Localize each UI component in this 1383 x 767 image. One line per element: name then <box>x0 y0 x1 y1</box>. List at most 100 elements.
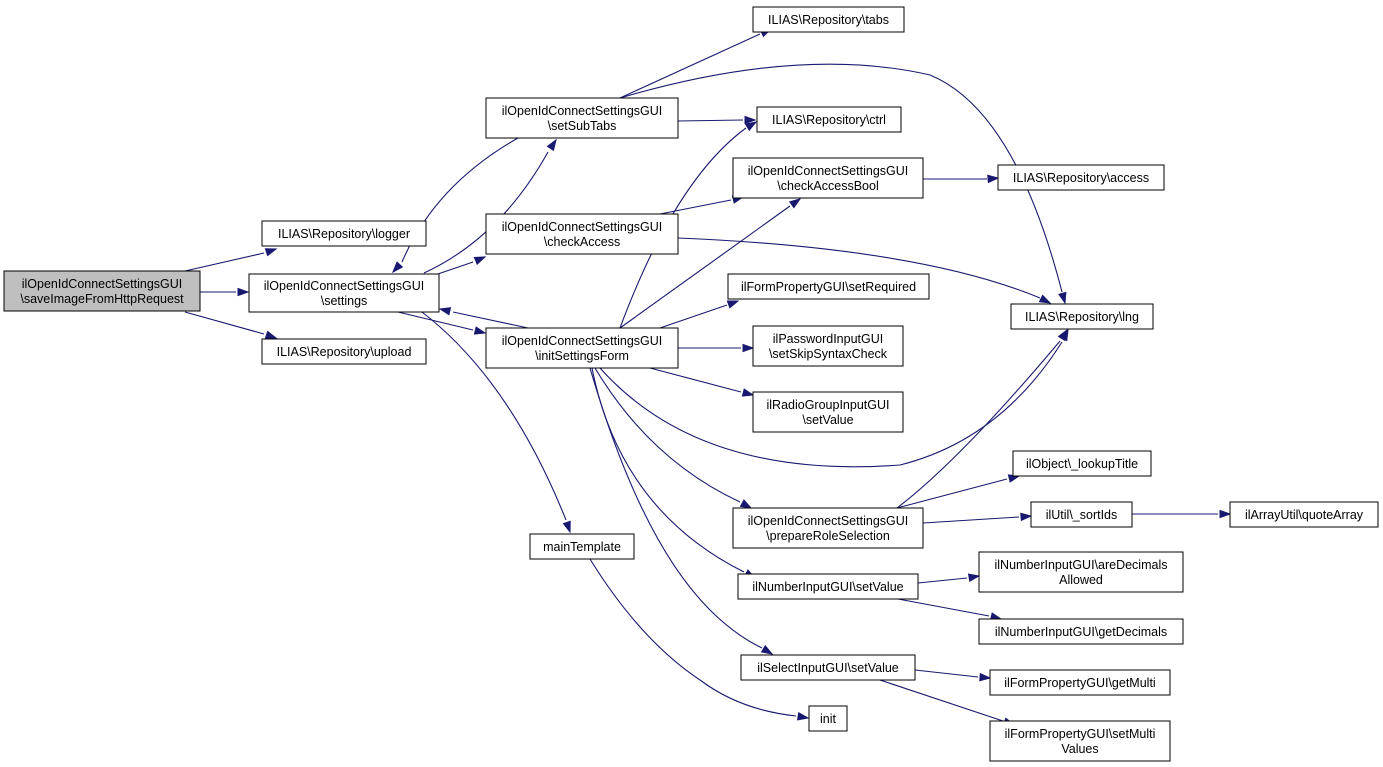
node-label: Allowed <box>1059 573 1103 587</box>
arrowhead-icon <box>967 573 981 582</box>
node-box <box>989 669 1171 696</box>
node-radioSetValue[interactable]: ilRadioGroupInputGUI\setValue <box>752 391 904 433</box>
edge-line <box>434 261 474 276</box>
edge-prepareRoleSelection-to-lookupTitle <box>896 474 1021 509</box>
arrowhead-icon <box>979 672 992 682</box>
edge-prepareRoleSelection-to-sortIds <box>922 512 1033 524</box>
node-box <box>727 273 930 300</box>
node-label: ilOpenIdConnectSettingsGUI <box>264 279 425 293</box>
arrowhead-icon <box>796 712 810 721</box>
node-label: mainTemplate <box>543 540 621 554</box>
arrowhead-icon <box>739 499 753 509</box>
node-label: ilNumberInputGUI\areDecimals <box>995 558 1168 572</box>
edge-line <box>897 598 990 617</box>
node-box <box>732 157 924 199</box>
node-lookupTitle[interactable]: ilObject\_lookupTitle <box>1012 450 1152 477</box>
node-getDecimals[interactable]: ilNumberInputGUI\getDecimals <box>978 618 1184 645</box>
edge-line <box>922 516 1020 524</box>
node-setSubTabs[interactable]: ilOpenIdConnectSettingsGUI\setSubTabs <box>485 97 679 139</box>
node-settings[interactable]: ilOpenIdConnectSettingsGUI\settings <box>248 273 440 313</box>
node-tabs[interactable]: ILIAS\Repository\tabs <box>752 6 905 33</box>
node-label: \prepareRoleSelection <box>766 529 890 543</box>
node-getMulti[interactable]: ilFormPropertyGUI\getMulti <box>989 669 1171 696</box>
node-box <box>529 533 635 560</box>
node-box <box>248 273 440 313</box>
node-sortIds[interactable]: ilUtil\_sortIds <box>1030 501 1133 528</box>
edge-checkAccess-to-checkAccessBool <box>659 195 745 215</box>
edge-line <box>917 577 968 584</box>
node-box <box>997 164 1165 191</box>
node-box <box>752 6 905 33</box>
edge-line <box>879 679 1004 722</box>
edge-line <box>397 311 474 331</box>
node-label: ilRadioGroupInputGUI <box>767 398 890 412</box>
node-label: ILIAS\Repository\tabs <box>768 13 889 27</box>
node-label: ILIAS\Repository\logger <box>278 227 410 241</box>
node-label: \checkAccessBool <box>777 179 878 193</box>
edge-numberSetValue-to-areDecimalsAllowed <box>917 573 981 584</box>
node-ctrl[interactable]: ILIAS\Repository\ctrl <box>756 106 902 133</box>
node-checkAccessBool[interactable]: ilOpenIdConnectSettingsGUI\checkAccessBo… <box>732 157 924 199</box>
node-box <box>485 213 679 255</box>
node-label: ILIAS\Repository\upload <box>277 345 412 359</box>
arrowhead-icon <box>741 388 755 397</box>
edge-setSubTabs-to-ctrl <box>677 115 757 125</box>
node-box <box>978 618 1184 645</box>
node-initSettingsForm[interactable]: ilOpenIdConnectSettingsGUI\initSettingsF… <box>485 327 679 369</box>
node-setRequired[interactable]: ilFormPropertyGUI\setRequired <box>727 273 930 300</box>
edge-line <box>589 367 763 649</box>
node-upload[interactable]: ILIAS\Repository\upload <box>261 338 427 365</box>
node-box <box>261 220 427 247</box>
arrowhead-icon <box>744 121 758 132</box>
arrowhead-icon <box>438 307 452 316</box>
arrowhead-icon <box>1219 509 1232 519</box>
node-box <box>261 338 427 365</box>
node-init[interactable]: init <box>808 705 848 732</box>
arrowhead-icon <box>264 330 278 339</box>
edge-line <box>659 199 732 215</box>
node-root: ilOpenIdConnectSettingsGUI\saveImageFrom… <box>3 270 201 312</box>
node-setSkipSyntaxCheck[interactable]: ilPasswordInputGUI\setSkipSyntaxCheck <box>752 325 904 367</box>
node-label: ILIAS\Repository\ctrl <box>772 113 886 127</box>
node-label: ilOpenIdConnectSettingsGUI <box>748 164 909 178</box>
edge-line <box>619 205 791 329</box>
node-mainTemplate[interactable]: mainTemplate <box>529 533 635 560</box>
node-label: ilPasswordInputGUI <box>773 332 883 346</box>
arrowhead-icon <box>1058 291 1067 305</box>
node-label: \checkAccess <box>544 235 620 249</box>
edge-line <box>423 151 549 274</box>
arrowhead-icon <box>237 287 250 297</box>
node-label: \initSettingsForm <box>535 349 629 363</box>
edge-line <box>452 311 529 329</box>
node-logger[interactable]: ILIAS\Repository\logger <box>261 220 427 247</box>
node-prepareRoleSelection[interactable]: ilOpenIdConnectSettingsGUI\prepareRoleSe… <box>732 507 924 549</box>
node-label: ilFormPropertyGUI\getMulti <box>1004 676 1155 690</box>
graph-nodes: ilOpenIdConnectSettingsGUI\saveImageFrom… <box>3 6 1379 762</box>
node-label: ilFormPropertyGUI\setMulti <box>1005 727 1156 741</box>
node-label: \setSkipSyntaxCheck <box>769 347 888 361</box>
edge-line <box>184 252 265 272</box>
node-label: ilOpenIdConnectSettingsGUI <box>748 514 909 528</box>
node-box <box>485 327 679 369</box>
edge-line <box>677 119 744 122</box>
edge-line <box>896 478 1008 509</box>
edge-line <box>619 127 747 329</box>
node-access[interactable]: ILIAS\Repository\access <box>997 164 1165 191</box>
arrowhead-icon <box>788 198 802 209</box>
node-label: ilNumberInputGUI\getDecimals <box>995 625 1167 639</box>
node-box <box>1229 501 1379 528</box>
edge-line <box>589 558 797 717</box>
node-lng[interactable]: ILIAS\Repository\lng <box>1010 303 1154 330</box>
node-box <box>752 391 904 433</box>
edge-initSettingsForm-to-prepareRoleSelection <box>594 367 753 509</box>
node-numberSetValue[interactable]: ilNumberInputGUI\setValue <box>737 573 919 600</box>
edge-settings-to-initSettingsForm <box>397 311 487 335</box>
node-label: \settings <box>321 294 368 308</box>
node-selectSetValue[interactable]: ilSelectInputGUI\setValue <box>740 654 916 681</box>
node-quoteArray[interactable]: ilArrayUtil\quoteArray <box>1229 501 1379 528</box>
node-checkAccess[interactable]: ilOpenIdConnectSettingsGUI\checkAccess <box>485 213 679 255</box>
edge-initSettingsForm-to-setSkipSyntaxCheck <box>678 343 755 353</box>
node-box <box>756 106 902 133</box>
